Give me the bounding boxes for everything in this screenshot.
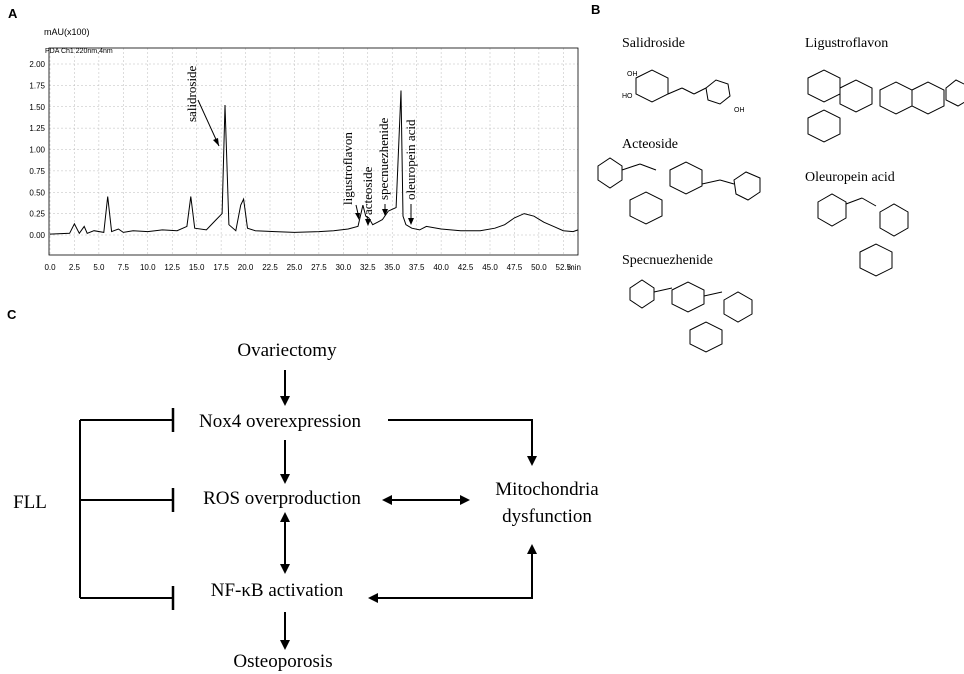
arrowhead bbox=[280, 474, 290, 484]
peak-label-specnuezhenide: specnuezhenide bbox=[376, 117, 391, 200]
arrowhead bbox=[280, 396, 290, 406]
x-tick-label: 10.0 bbox=[140, 263, 156, 272]
node-fll: FLL bbox=[13, 492, 47, 513]
y-tick-label: 1.00 bbox=[29, 146, 45, 155]
y-tick-label: 0.25 bbox=[29, 210, 45, 219]
x-tick-label: 35.0 bbox=[384, 263, 400, 272]
y-tick-label: 1.50 bbox=[29, 103, 45, 112]
peak-label-salidroside: salidroside bbox=[184, 65, 199, 122]
y-axis-unit: mAU(x100) bbox=[44, 27, 90, 37]
chromatogram-trace bbox=[49, 90, 579, 235]
x-axis-unit: min bbox=[568, 263, 581, 272]
x-tick-label: 22.5 bbox=[262, 263, 278, 272]
atom-label: OH bbox=[627, 71, 638, 78]
channel-label: PDA Ch1 220nm,4nm bbox=[45, 48, 113, 55]
node-mitochondria: Mitochondria bbox=[495, 479, 599, 500]
x-tick-label: 20.0 bbox=[238, 263, 254, 272]
arrow-mito-nfkb bbox=[378, 552, 533, 599]
arrowhead bbox=[527, 456, 537, 466]
arrowhead bbox=[382, 495, 392, 505]
compound-name-ligustroflavon: Ligustroflavon bbox=[805, 36, 888, 51]
compound-name-specnuezhenide: Specnuezhenide bbox=[622, 253, 713, 268]
compound-name-salidroside: Salidroside bbox=[622, 36, 685, 51]
x-tick-label: 2.5 bbox=[69, 263, 81, 272]
oleuropein-acid-structure bbox=[817, 193, 909, 277]
salidroside-arrow bbox=[197, 99, 220, 147]
x-tick-label: 32.5 bbox=[360, 263, 376, 272]
chromatogram-chart: 2.00 1.75 1.50 1.25 1.00 0.75 0.50 0.25 0.00 0.0… bbox=[29, 27, 581, 272]
arrow-nox4-to-mito bbox=[388, 419, 533, 458]
x-tick-label: 52.5 bbox=[556, 263, 572, 272]
salidroside-structure bbox=[635, 69, 731, 105]
node-ovariectomy: Ovariectomy bbox=[237, 340, 337, 361]
x-tick-label: 30.0 bbox=[336, 263, 352, 272]
salidroside-atom-labels: OH HO OH bbox=[622, 71, 745, 114]
y-tick-label: 1.75 bbox=[29, 81, 45, 90]
arrowhead bbox=[527, 544, 537, 554]
plot-frame bbox=[48, 47, 579, 256]
y-tick-label: 0.75 bbox=[29, 167, 45, 176]
peak-label-ligustroflavon: ligustroflavon bbox=[340, 132, 355, 205]
x-tick-label: 0.0 bbox=[44, 263, 56, 272]
arrowhead bbox=[460, 495, 470, 505]
compound-name-acteoside: Acteoside bbox=[622, 137, 678, 152]
x-tick-label: 7.5 bbox=[118, 263, 130, 272]
x-tick-label: 42.5 bbox=[458, 263, 474, 272]
x-tick-label: 50.0 bbox=[531, 263, 547, 272]
y-tick-label: 0.00 bbox=[29, 231, 45, 240]
y-axis-ticks: 2.00 1.75 1.50 1.25 1.00 0.75 0.50 0.25 0.00 bbox=[29, 60, 45, 240]
arrowhead bbox=[368, 593, 378, 603]
atom-label: HO bbox=[622, 93, 633, 100]
y-tick-label: 0.50 bbox=[29, 188, 45, 197]
chromatogram-grid bbox=[49, 48, 578, 255]
x-tick-label: 45.0 bbox=[482, 263, 498, 272]
acteoside-structure bbox=[597, 157, 761, 225]
x-tick-label: 40.0 bbox=[433, 263, 449, 272]
node-mitochondria-dysfunction: dysfunction bbox=[502, 506, 592, 527]
arrowhead bbox=[280, 640, 290, 650]
y-tick-label: 2.00 bbox=[29, 60, 45, 69]
x-axis-ticks: 0.0 2.5 5.0 7.5 10.0 12.5 15.0 17.5 20.0 22.5 25.0… bbox=[44, 263, 571, 272]
peak-label-oleuropein-acid: oleuropein acid bbox=[403, 119, 418, 200]
x-tick-label: 5.0 bbox=[93, 263, 105, 272]
panel-label-a: A bbox=[8, 6, 18, 21]
node-ros-overproduction: ROS overproduction bbox=[203, 488, 361, 509]
x-tick-label: 47.5 bbox=[507, 263, 523, 272]
node-nfkb-activation: NF-κB activation bbox=[211, 580, 344, 601]
salidroside-arrowhead bbox=[213, 138, 219, 146]
x-tick-label: 17.5 bbox=[213, 263, 229, 272]
arrowhead bbox=[280, 564, 290, 574]
specnuezhenide-structure bbox=[629, 279, 753, 353]
x-tick-label: 37.5 bbox=[409, 263, 425, 272]
node-osteoporosis: Osteoporosis bbox=[233, 651, 332, 672]
atom-label: OH bbox=[734, 107, 745, 114]
y-tick-label: 1.25 bbox=[29, 124, 45, 133]
panel-label-c: C bbox=[7, 307, 17, 322]
compound-name-oleuropein-acid: Oleuropein acid bbox=[805, 170, 895, 185]
x-tick-label: 27.5 bbox=[311, 263, 327, 272]
ligustroflavon-structure bbox=[807, 69, 964, 143]
peak-label-acteoside: acteoside bbox=[360, 166, 375, 215]
x-tick-label: 15.0 bbox=[189, 263, 205, 272]
x-tick-label: 25.0 bbox=[287, 263, 303, 272]
arrowhead bbox=[280, 512, 290, 522]
x-tick-label: 12.5 bbox=[164, 263, 180, 272]
panel-label-b: B bbox=[591, 2, 601, 17]
node-nox4-overexpression: Nox4 overexpression bbox=[199, 411, 361, 432]
